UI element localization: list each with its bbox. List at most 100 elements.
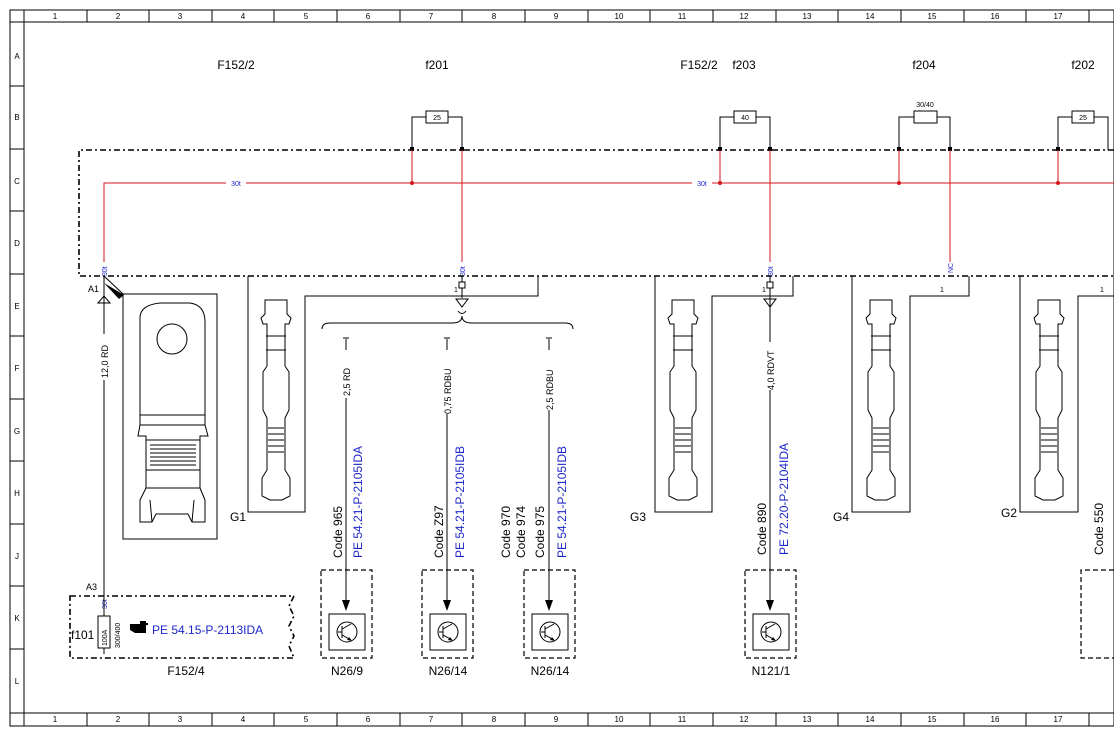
fuse-f203-label: f203 — [732, 58, 756, 72]
col-label: 12 — [740, 12, 749, 21]
wire-spec: 4,0 RDVT — [766, 350, 776, 390]
col-label: 7 — [429, 12, 434, 21]
col-label: 3 — [178, 12, 183, 21]
col-label: 1 — [53, 12, 58, 21]
reference-link[interactable]: PE 54.15-P-2113IDA — [152, 623, 263, 637]
col-label: 4 — [241, 715, 246, 724]
terminal-a1: A1 — [88, 284, 99, 294]
wire-a1-a3: A1 12,0 RD A3 — [86, 275, 124, 596]
connector-label: G2 — [1001, 506, 1017, 520]
wire-spec: 2,5 RDBU — [545, 369, 555, 410]
drawing-frame — [9, 9, 1114, 727]
fuse-f202: 25 — [1056, 110, 1109, 151]
col-label: 15 — [928, 715, 937, 724]
fuse-f202-label: f202 — [1071, 58, 1095, 72]
reference-link[interactable]: PE 72.20-P-2104IDA — [777, 443, 791, 555]
component-label: N26/14 — [531, 664, 570, 678]
fuse-rating: 300/400 — [115, 623, 122, 648]
col-label: 5 — [304, 12, 309, 21]
reference-link[interactable]: PE 54.21-P-2105IDB — [453, 446, 467, 558]
col-label: 17 — [1054, 715, 1063, 724]
pin-number: 1 — [454, 287, 458, 294]
reference-link[interactable]: PE 54.21-P-2105IDB — [555, 446, 569, 558]
row-label: F — [15, 364, 20, 373]
fuse-f204-label: f204 — [912, 58, 936, 72]
col-label: 12 — [740, 715, 749, 724]
connector-g3: G3 — [630, 276, 794, 524]
code-label: Code 550 — [1092, 503, 1106, 555]
col-label: 8 — [492, 715, 497, 724]
fuse-f204: 30/40 — [897, 102, 952, 151]
pointing-hand-icon — [130, 621, 148, 633]
row-label: K — [14, 614, 20, 623]
fuse-f201-label: f201 — [425, 58, 449, 72]
col-label: 7 — [429, 715, 434, 724]
pin-label-30t: 30t — [102, 599, 109, 609]
blade-terminal-g1 — [260, 299, 292, 501]
col-label: 13 — [803, 12, 812, 21]
connector-g2: G2 — [1001, 276, 1114, 520]
col-label: 16 — [991, 715, 1000, 724]
bus-30t: 30t 30t — [103, 150, 1114, 262]
component-label: N121/1 — [752, 664, 791, 678]
splice-f201-branch: 2,5 RD 0,75 RDBU 2,5 RDBU — [321, 276, 574, 611]
component-label: N26/14 — [429, 664, 468, 678]
partial-unit-box — [1080, 569, 1114, 659]
row-label: C — [14, 177, 20, 186]
fusebox-label-left: F152/2 — [217, 58, 255, 72]
col-label: 13 — [803, 715, 812, 724]
component-label: F152/4 — [167, 664, 205, 678]
blade-terminal-g2 — [1033, 299, 1065, 501]
row-label: E — [14, 302, 19, 311]
pin-label-30t: 30t — [768, 266, 775, 276]
bus-label: 30t — [231, 181, 241, 188]
col-label: 6 — [366, 715, 371, 724]
col-label: 2 — [116, 715, 121, 724]
col-label: 15 — [928, 12, 937, 21]
control-unit-n121-1: N121/1 — [744, 569, 797, 678]
pin-label-30t: 30t — [460, 266, 467, 276]
code-label: Code 975 — [533, 506, 547, 558]
pin-label-30t: 30t — [102, 266, 109, 276]
col-label: 9 — [554, 12, 559, 21]
row-label: A — [14, 52, 20, 61]
control-unit-n26-9: N26/9 — [320, 569, 373, 678]
row-label: B — [14, 113, 19, 122]
wire-spec: 0,75 RDBU — [443, 368, 453, 414]
connector-label: G3 — [630, 510, 646, 524]
row-letters: A B C D E F G H J K L — [14, 52, 20, 686]
blade-terminal-g3 — [667, 299, 699, 501]
col-label: 14 — [866, 12, 875, 21]
fuse-label: f101 — [71, 628, 95, 642]
connector-g1: G1 — [230, 276, 539, 524]
ring-terminal-illustration — [122, 293, 218, 540]
col-label: 16 — [991, 12, 1000, 21]
reference-link[interactable]: PE 54.21-P-2105IDA — [351, 446, 365, 558]
code-label: Code 890 — [755, 503, 769, 555]
row-label: L — [15, 677, 20, 686]
connector-g4: G4 — [833, 276, 970, 524]
col-label: 8 — [492, 12, 497, 21]
fuse-rating: 25 — [1079, 115, 1087, 122]
column-numbers-bottom: 1 2 3 4 5 6 7 8 9 10 11 12 13 14 15 16 1… — [53, 715, 1063, 724]
fuse-rating: 25 — [433, 115, 441, 122]
col-label: 3 — [178, 715, 183, 724]
code-label: Code Z97 — [432, 505, 446, 558]
fuse-rating: 30/40 — [916, 102, 934, 109]
row-label: H — [14, 489, 20, 498]
row-label: D — [14, 239, 20, 248]
col-label: 10 — [615, 715, 624, 724]
code-label: Code 970 — [499, 506, 513, 558]
wire-spec: 2,5 RD — [342, 367, 352, 396]
fuse-rating: 40 — [741, 115, 749, 122]
col-label: 9 — [554, 715, 559, 724]
fusebox-f152-4: 100A 300/400 f101 F152/4 — [69, 595, 296, 678]
col-label: 11 — [678, 715, 687, 724]
code-label: Code 974 — [514, 506, 528, 558]
row-label: J — [15, 552, 19, 561]
component-label: N26/9 — [331, 664, 363, 678]
terminal-a3: A3 — [86, 582, 97, 592]
column-numbers-top: 1 2 3 4 5 6 7 8 9 10 11 12 13 14 15 16 1… — [53, 12, 1063, 21]
pin-number: 1 — [1100, 287, 1104, 294]
col-label: 6 — [366, 12, 371, 21]
